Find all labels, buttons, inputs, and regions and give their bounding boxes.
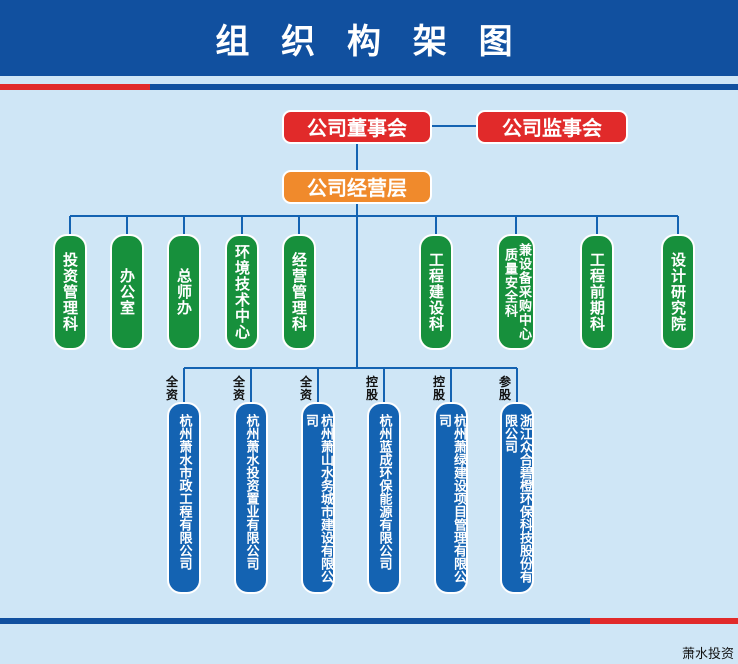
ownership-label: 参股 — [498, 375, 511, 402]
top-stripe-red — [0, 84, 150, 90]
board-of-directors: 公司董事会 — [282, 110, 432, 144]
management-layer: 公司经营层 — [282, 170, 432, 204]
dept-box: 投资管理科 — [53, 234, 87, 350]
watermark-text: 萧水投资 — [681, 647, 734, 662]
dept-label: 总师办 — [175, 268, 193, 316]
ownership-label: 控股 — [365, 375, 378, 402]
dept-box-dual: 兼设备采购中心 质量安全科 — [497, 234, 535, 350]
dept-label: 设计研究院 — [669, 252, 687, 332]
dept-label: 兼设备采购中心 — [516, 243, 531, 341]
dept-box: 工程前期科 — [580, 234, 614, 350]
dept-label: 经营管理科 — [290, 252, 308, 332]
top-stripe-blue — [150, 84, 738, 90]
subsidiary-name: 杭州萧水投资置业有限公司 — [243, 414, 259, 570]
dept-label-secondary: 质量安全科 — [502, 248, 517, 318]
subsidiary-name: 杭州萧水市政工程有限公司 — [176, 414, 192, 570]
subsidiary-box: 杭州蓝成环保能源有限公司 — [367, 402, 401, 594]
subsidiary-name: 浙江众合碧橙环保科技股份有限公司 — [502, 414, 532, 583]
dept-label: 工程前期科 — [588, 252, 606, 332]
subsidiary-box: 杭州萧水市政工程有限公司 — [167, 402, 201, 594]
subsidiary-box: 杭州萧山水务城市建设有限公司 — [301, 402, 335, 594]
dept-label: 工程建设科 — [427, 252, 445, 332]
ownership-label: 全资 — [165, 375, 178, 402]
dept-box: 经营管理科 — [282, 234, 316, 350]
ownership-label: 控股 — [432, 375, 445, 402]
subsidiary-box: 杭州萧水投资置业有限公司 — [234, 402, 268, 594]
header-band — [0, 0, 738, 76]
board-of-supervisors: 公司监事会 — [476, 110, 628, 144]
dept-label: 环境技术中心 — [233, 244, 251, 340]
dept-box: 办公室 — [110, 234, 144, 350]
dept-box: 总师办 — [167, 234, 201, 350]
subsidiary-box: 浙江众合碧橙环保科技股份有限公司 — [500, 402, 534, 594]
dept-box: 环境技术中心 — [225, 234, 259, 350]
ownership-label: 全资 — [232, 375, 245, 402]
dept-label: 办公室 — [118, 268, 136, 316]
dept-label: 投资管理科 — [61, 252, 79, 332]
ownership-label: 全资 — [299, 375, 312, 402]
subsidiary-name: 杭州萧绿建设项目管理有限公司 — [436, 414, 466, 583]
dept-box: 设计研究院 — [661, 234, 695, 350]
dept-box: 工程建设科 — [419, 234, 453, 350]
bottom-stripe-red — [590, 618, 738, 624]
subsidiary-box: 杭州萧绿建设项目管理有限公司 — [434, 402, 468, 594]
page-title: 组 织 构 架 图 — [215, 22, 523, 62]
subsidiary-name: 杭州萧山水务城市建设有限公司 — [303, 414, 333, 583]
subsidiary-name: 杭州蓝成环保能源有限公司 — [376, 414, 392, 570]
bottom-stripe-blue — [0, 618, 590, 624]
